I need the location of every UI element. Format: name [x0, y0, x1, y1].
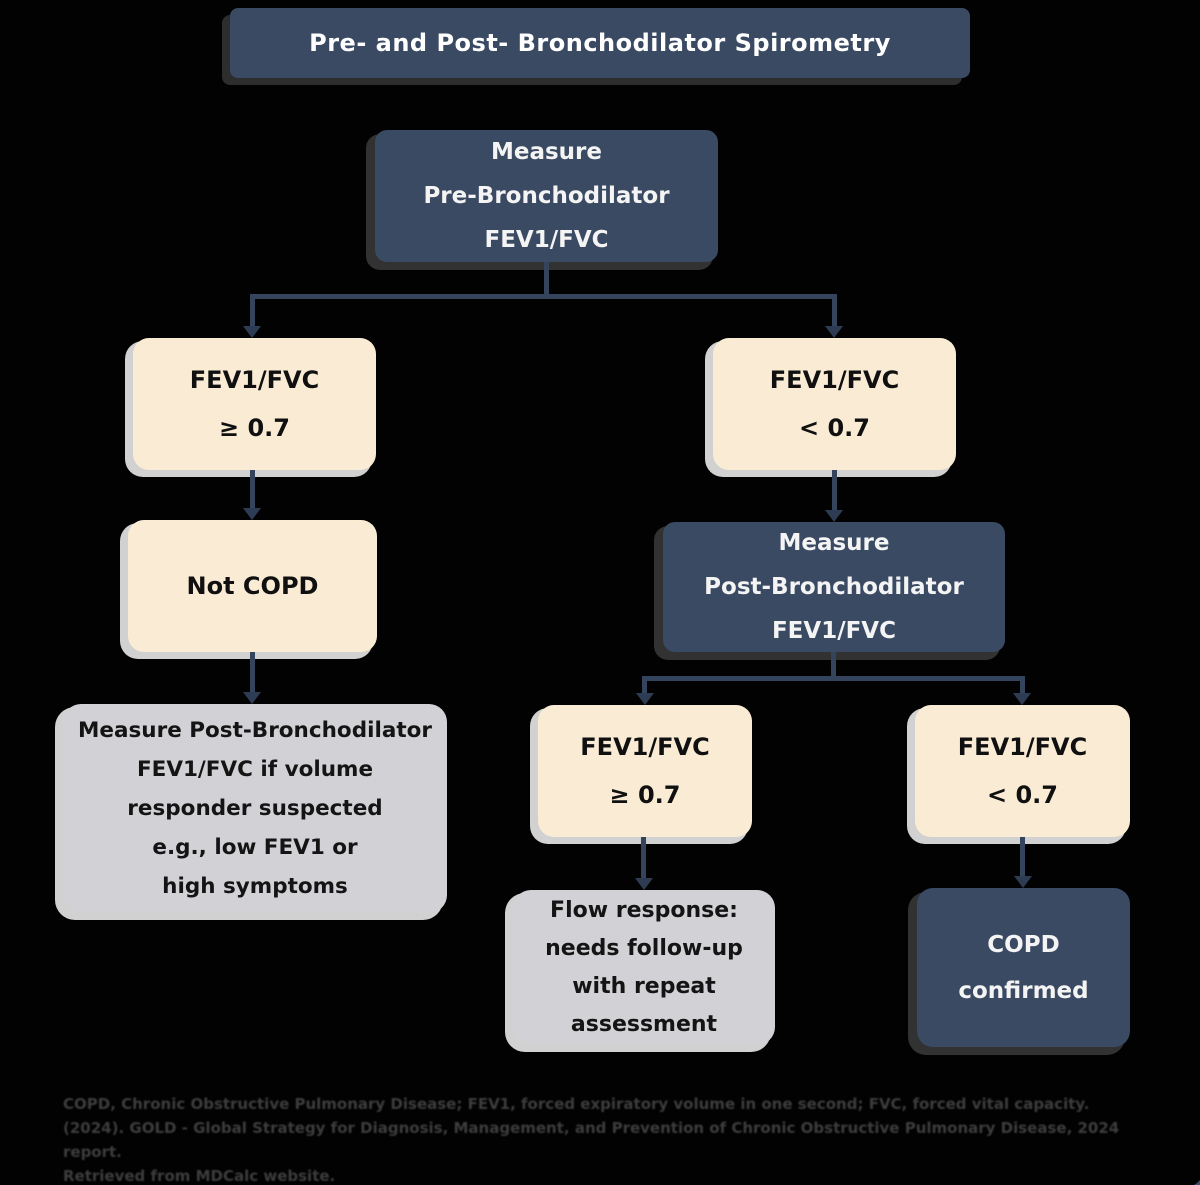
- connector-to-not-copd: [250, 470, 255, 508]
- connector-to-flow-response: [641, 837, 646, 878]
- connector-post-stem: [831, 652, 836, 678]
- arrowhead-to-post-lt: [1013, 693, 1031, 705]
- arrowhead-to-not-copd: [243, 508, 261, 520]
- connector-to-fev-lt: [832, 294, 837, 327]
- arrowhead-to-fev-lt: [825, 326, 843, 338]
- arrowhead-to-fev-ge: [243, 326, 261, 338]
- connector-pre-stem: [544, 262, 549, 294]
- node-post-ratio-ge-07: FEV1/FVC ≥ 0.7: [538, 705, 752, 837]
- citation-footnote: COPD, Chronic Obstructive Pulmonary Dise…: [63, 1092, 1169, 1185]
- node-copd-confirmed: COPD confirmed: [917, 888, 1130, 1047]
- node-measure-pre-bronchodilator: Measure Pre-Bronchodilator FEV1/FVC: [375, 130, 718, 262]
- arrowhead-to-post-ge: [636, 693, 654, 705]
- citation-line-2: (2024). GOLD - Global Strategy for Diagn…: [63, 1119, 1120, 1161]
- node-post-ratio-lt-07: FEV1/FVC < 0.7: [915, 705, 1130, 837]
- node-fev-ratio-lt-07: FEV1/FVC < 0.7: [713, 338, 956, 470]
- diagram-title: Pre- and Post- Bronchodilator Spirometry: [230, 8, 970, 78]
- arrowhead-to-flow-response: [635, 878, 653, 890]
- connector-to-copd-confirmed: [1020, 837, 1025, 876]
- node-fev-ratio-ge-07: FEV1/FVC ≥ 0.7: [133, 338, 376, 470]
- citation-line-3: Retrieved from MDCalc website.: [63, 1167, 336, 1185]
- connector-to-post-lt: [1020, 676, 1025, 694]
- node-flow-response: Flow response: needs follow-up with repe…: [513, 890, 775, 1045]
- connector-to-volume-responder: [250, 652, 255, 692]
- node-measure-post-bronchodilator: Measure Post-Bronchodilator FEV1/FVC: [663, 522, 1005, 652]
- connector-to-measure-post: [832, 470, 837, 510]
- node-volume-responder-note: Measure Post-Bronchodilator FEV1/FVC if …: [63, 704, 447, 913]
- citation-line-1: COPD, Chronic Obstructive Pulmonary Dise…: [63, 1095, 1090, 1113]
- connector-to-fev-ge: [250, 294, 255, 327]
- arrowhead-to-volume-responder: [243, 692, 261, 704]
- connector-post-split: [642, 676, 1025, 681]
- arrowhead-to-copd-confirmed: [1014, 876, 1032, 888]
- arrowhead-to-measure-post: [825, 510, 843, 522]
- node-not-copd: Not COPD: [128, 520, 377, 652]
- connector-to-post-ge: [642, 676, 647, 694]
- connector-pre-split: [250, 294, 837, 299]
